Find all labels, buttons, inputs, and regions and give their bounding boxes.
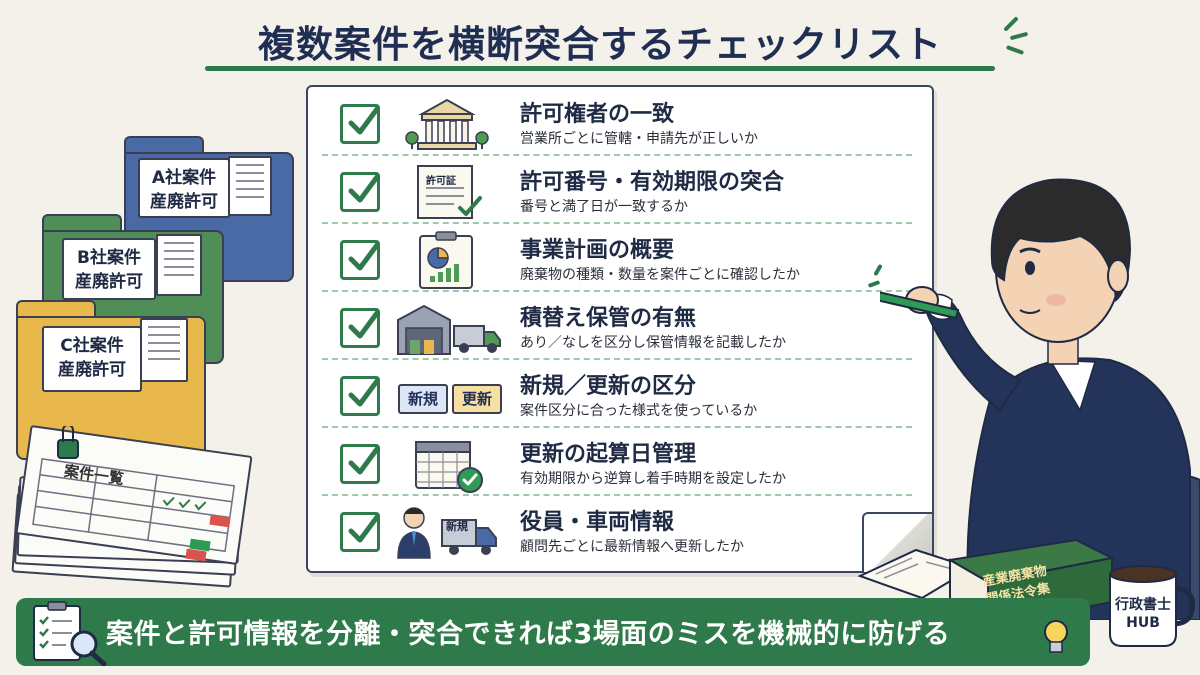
check-icon [348,174,380,203]
folder-label-card: B社案件 産廃許可 [62,238,156,300]
folder-paper [140,318,188,382]
warehouse-truck-icon [397,304,501,355]
check-icon [348,310,380,339]
government-building-icon [405,98,489,150]
checklist-item-title: 積替え保管の有無 [520,306,697,331]
folder-paper [156,234,202,296]
folder-label-line2: 産廃許可 [150,192,218,212]
mug-label-line2: HUB [1126,615,1160,631]
checklist-item-title: 更新の起算日管理 [520,442,697,467]
checklist-item: 更新の起算日管理 有効期限から逆算し着手時期を設定したか [322,432,912,496]
folder-label-line2: 産廃許可 [75,272,143,292]
summary-banner-text: 案件と許可情報を分離・突合できれば3場面のミスを機械的に防げる [106,619,951,650]
checkbox-checked[interactable] [340,308,380,348]
check-icon [348,106,380,135]
checklist-item-title: 事業計画の概要 [520,238,675,263]
checklist-item: 許可権者の一致 営業所ごとに管轄・申請先が正しいか [322,92,912,156]
check-icon [348,378,380,407]
summary-banner [16,598,1090,666]
check-icon [348,242,380,271]
consultant-person-illustration [880,178,1200,620]
checklist-item-subtitle: あり／なしを区分し保管情報を記載したか [520,335,786,351]
checkbox-checked[interactable] [340,512,380,552]
new-tag: 新規 [398,384,448,414]
checklist-item-subtitle: 案件区分に合った様式を使っているか [520,403,758,419]
checklist-item-subtitle: 営業所ごとに管轄・申請先が正しいか [520,131,758,147]
checkbox-checked[interactable] [340,104,380,144]
checkbox-checked[interactable] [340,444,380,484]
checklist-item: 新規 更新 新規／更新の区分 案件区分に合った様式を使っているか [322,364,912,428]
folder-label-line2: 産廃許可 [58,360,126,380]
checkbox-checked[interactable] [340,172,380,212]
officer-truck-icon [397,507,497,559]
checklist-item-title: 新規／更新の区分 [520,374,697,399]
calendar-check-icon [415,441,483,493]
checklist-item-subtitle: 有効期限から逆算し着手時期を設定したか [520,471,786,487]
permit-certificate-icon [417,165,482,219]
folder-label-line1: C社案件 [60,336,124,356]
checkbox-checked[interactable] [340,376,380,416]
lightbulb-icon [1044,620,1068,653]
checklist-item-title: 許可権者の一致 [520,102,675,127]
checklist-item: 新規 役員・車両情報 顧問先ごとに最新情報へ更新したか [322,500,912,564]
checklist-item-title: 許可番号・有効期限の突合 [520,170,785,195]
document-table-icon [32,458,236,553]
binder-clip-icon [57,426,79,459]
checklist-item-title: 役員・車両情報 [520,510,675,535]
mug-label-line1: 行政書士 [1115,597,1171,613]
check-icon [348,446,380,475]
checklist-item-subtitle: 顧問先ごとに最新情報へ更新したか [520,539,744,555]
page-title: 複数案件を横断突合するチェックリスト [258,23,942,66]
checkbox-checked[interactable] [340,240,380,280]
checklist-item-subtitle: 廃棄物の種類・数量を案件ごとに確認したか [520,267,800,283]
folder-label-card: C社案件 産廃許可 [42,326,142,392]
folder-label-card: A社案件 産廃許可 [138,158,230,218]
checklist-item: 事業計画の概要 廃棄物の種類・数量を案件ごとに確認したか [322,228,912,292]
checklist-item-subtitle: 番号と満了日が一致するか [520,199,688,215]
checklist-item: 積替え保管の有無 あり／なしを区分し保管情報を記載したか [322,296,912,360]
mug-label: 行政書士 HUB [1110,596,1176,632]
title-underline [205,66,995,71]
truck-label: 新規 [446,520,468,533]
clipboard-chart-icon [419,231,473,289]
clipboard-magnifier-icon [33,601,107,666]
coffee-mug-icon [1109,565,1196,647]
folder-label-line1: A社案件 [151,168,217,188]
folder-label-line1: B社案件 [77,248,141,268]
checklist-item: 許可証 許可番号・有効期限の突合 番号と満了日が一致するか [322,160,912,224]
check-icon [348,514,380,543]
renew-tag: 更新 [452,384,502,414]
folder-paper [228,156,272,216]
certificate-label: 許可証 [426,176,456,187]
document-top-sheet [15,424,253,566]
